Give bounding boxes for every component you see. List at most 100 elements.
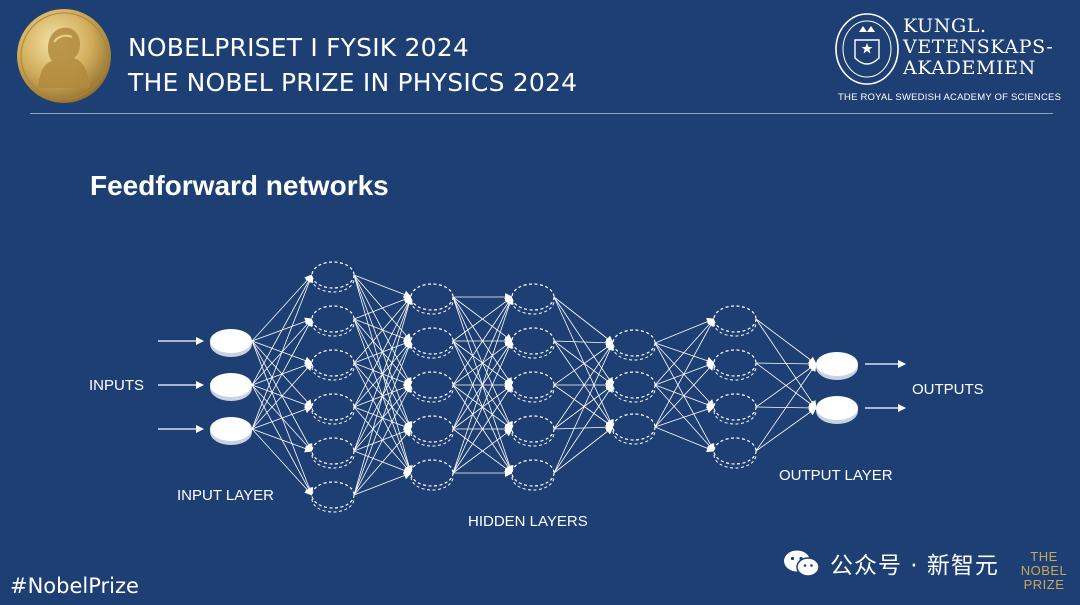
hidden-3-node-2 bbox=[511, 371, 555, 403]
hidden-1-node-1 bbox=[311, 305, 355, 337]
connection-3-4-0 bbox=[553, 342, 614, 474]
hidden-2-node-2 bbox=[410, 371, 454, 403]
connection-4-0-2 bbox=[654, 342, 715, 408]
hidden-4-node-1 bbox=[612, 371, 656, 403]
hidden-2-node-3 bbox=[410, 415, 454, 447]
hidden-5-node-0 bbox=[713, 305, 757, 337]
input-layer-label: INPUT LAYER bbox=[177, 487, 274, 504]
hidden-1-node-0 bbox=[311, 261, 355, 293]
input-node-1 bbox=[210, 373, 252, 401]
nobel-medal-icon bbox=[17, 9, 111, 103]
connection-0-2-1 bbox=[251, 318, 313, 430]
connection-1-0-0 bbox=[353, 274, 412, 299]
connection-5-1-0 bbox=[755, 359, 817, 368]
header-title: NOBELPRISET I FYSIK 2024 THE NOBEL PRIZE… bbox=[128, 30, 577, 100]
watermark-text: 公众号 · 新智元 bbox=[830, 553, 999, 579]
connection-0-2-4 bbox=[251, 428, 313, 453]
outputs-label: OUTPUTS bbox=[912, 381, 984, 398]
hidden-3-node-4 bbox=[511, 459, 555, 491]
wechat-watermark: 公众号 · 新智元 bbox=[782, 548, 999, 579]
connection-1-5-0 bbox=[353, 296, 413, 496]
input-node-2 bbox=[210, 417, 252, 445]
connection-1-4-0 bbox=[353, 296, 413, 452]
title-english: THE NOBEL PRIZE IN PHYSICS 2024 bbox=[128, 68, 578, 97]
connection-4-0-0 bbox=[654, 317, 715, 344]
connection-3-3-2 bbox=[553, 423, 614, 432]
hidden-layers-label: HIDDEN LAYERS bbox=[468, 513, 588, 530]
connection-3-4-2 bbox=[553, 426, 614, 474]
wechat-icon bbox=[784, 550, 820, 577]
hidden-1-node-3 bbox=[311, 393, 355, 425]
connection-2-4-1 bbox=[452, 340, 513, 474]
connection-4-1-1 bbox=[654, 361, 715, 386]
connection-4-2-0 bbox=[654, 318, 715, 428]
output-node-0 bbox=[816, 352, 858, 380]
connection-2-1-0 bbox=[452, 296, 513, 342]
connection-4-0-1 bbox=[654, 342, 715, 365]
connection-1-5-2 bbox=[353, 384, 412, 496]
connection-5-3-1 bbox=[755, 407, 817, 452]
output-node-1 bbox=[816, 396, 858, 424]
connection-4-2-3 bbox=[654, 426, 715, 453]
hidden-4-node-2 bbox=[612, 413, 656, 445]
connection-4-2-1 bbox=[654, 362, 715, 428]
connection-2-4-2 bbox=[452, 384, 513, 474]
hidden-2-node-0 bbox=[410, 283, 454, 315]
connection-4-0-3 bbox=[654, 342, 715, 452]
network-nodes bbox=[210, 261, 858, 513]
connection-4-1-3 bbox=[654, 384, 715, 452]
output-layer-label: OUTPUT LAYER bbox=[779, 467, 893, 484]
connection-1-5-1 bbox=[353, 340, 413, 496]
input-node-0 bbox=[210, 329, 252, 357]
connection-3-2-0 bbox=[553, 342, 614, 386]
academy-line-2: VETENSKAPS- bbox=[903, 36, 1054, 58]
connection-5-0-0 bbox=[755, 318, 817, 365]
connection-1-1-0 bbox=[353, 295, 412, 320]
io-arrows bbox=[158, 337, 906, 433]
hashtag: #NobelPrize bbox=[10, 574, 139, 598]
connection-4-2-2 bbox=[654, 405, 715, 428]
connection-3-0-2 bbox=[553, 296, 614, 428]
hidden-3-node-0 bbox=[511, 283, 555, 315]
slide-title: Feedforward networks bbox=[90, 170, 389, 201]
connection-1-2-0 bbox=[353, 296, 412, 364]
connection-0-0-0 bbox=[251, 274, 313, 342]
connection-0-2-3 bbox=[251, 405, 313, 430]
academy-subtitle: THE ROYAL SWEDISH ACADEMY OF SCIENCES bbox=[838, 92, 1062, 103]
network-connections bbox=[251, 274, 817, 496]
hidden-1-node-2 bbox=[311, 349, 355, 381]
connection-5-3-0 bbox=[755, 363, 817, 452]
connection-4-1-0 bbox=[654, 318, 715, 386]
connection-3-2-2 bbox=[553, 384, 614, 428]
connection-3-0-1 bbox=[553, 296, 614, 386]
prize-logo-line-3: PRIZE bbox=[1023, 577, 1065, 592]
connection-3-1-1 bbox=[553, 340, 614, 386]
connection-0-2-2 bbox=[251, 362, 313, 430]
connection-2-3-0 bbox=[452, 296, 513, 430]
hidden-2-node-4 bbox=[410, 459, 454, 491]
hidden-5-node-3 bbox=[713, 437, 757, 469]
connection-1-3-0 bbox=[353, 296, 412, 408]
hidden-3-node-1 bbox=[511, 327, 555, 359]
academy-line-1: KUNGL. bbox=[903, 15, 987, 37]
connection-2-4-0 bbox=[452, 296, 514, 474]
hidden-1-node-4 bbox=[311, 437, 355, 469]
connection-4-1-2 bbox=[654, 384, 715, 409]
connection-3-1-2 bbox=[553, 340, 614, 428]
connection-3-3-0 bbox=[553, 342, 614, 430]
hidden-4-node-0 bbox=[612, 329, 656, 361]
hidden-5-node-2 bbox=[713, 393, 757, 425]
header-divider bbox=[30, 113, 1053, 114]
hidden-1-node-5 bbox=[311, 481, 355, 513]
connection-3-4-1 bbox=[553, 384, 614, 474]
hidden-2-node-1 bbox=[410, 327, 454, 359]
connection-0-2-5 bbox=[251, 428, 313, 496]
nobel-prize-logo: THE NOBEL PRIZE bbox=[1014, 550, 1074, 592]
hidden-3-node-3 bbox=[511, 415, 555, 447]
hidden-5-node-1 bbox=[713, 349, 757, 381]
title-swedish: NOBELPRISET I FYSIK 2024 bbox=[128, 33, 469, 62]
connection-3-3-1 bbox=[553, 384, 614, 430]
prize-logo-line-2: NOBEL bbox=[1020, 563, 1068, 578]
